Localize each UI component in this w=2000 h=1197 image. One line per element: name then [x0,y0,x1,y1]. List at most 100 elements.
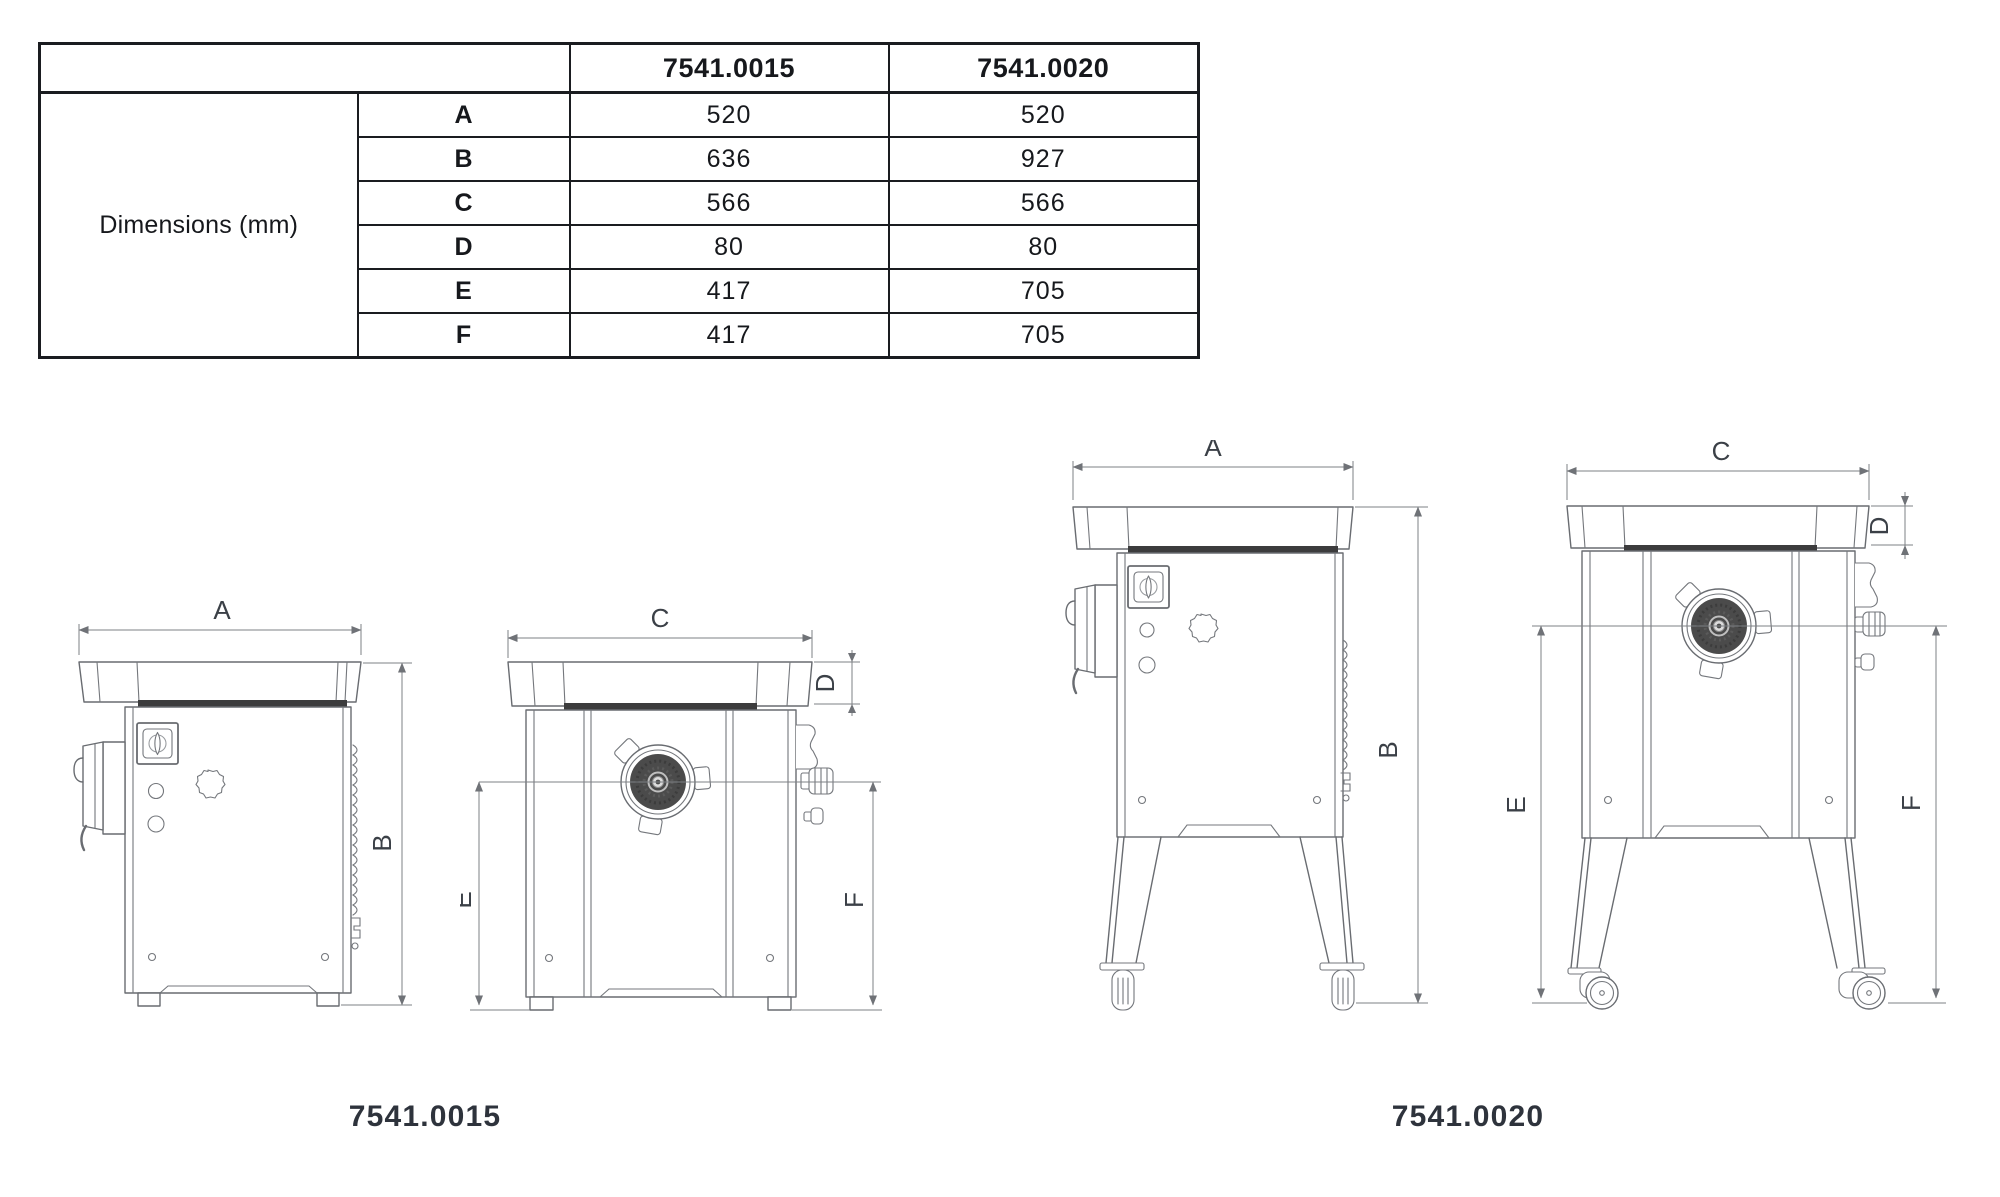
caption-model-7541-0015: 7541.0015 [348,1100,502,1133]
screw-icon [1314,797,1321,804]
machine-outline [1066,507,1364,1010]
dimension-d: D [810,650,860,716]
screw-icon [322,954,329,961]
value-cell: 80 [568,224,890,270]
dim-label-b: B [367,834,397,851]
dimension-d: D [1864,492,1913,559]
power-switch-icon [1128,566,1169,608]
dim-label-e: E [460,891,477,908]
front-view-7541-0020: C D [1505,440,1965,1020]
dim-label-e: E [1505,796,1531,813]
dim-label-c: C [1712,440,1731,466]
dim-label-b: B [1373,741,1403,758]
dimension-a: A [78,595,362,655]
dimension-c: C [507,603,813,658]
dim-letter: C [356,180,571,226]
body-panel [1117,553,1343,837]
screw-icon [1139,797,1146,804]
screw-icon [352,943,358,949]
front-view-7541-0015: C D [460,603,900,1030]
table-header-row: 7541.0015 7541.0020 [38,42,1200,94]
dim-letter: A [356,91,571,138]
machine-outline [74,662,361,1006]
table-row: E 417 705 [40,268,1200,314]
grinder-head-side [1066,585,1117,693]
dim-label-a: A [213,595,231,625]
machine-outline [508,662,833,1010]
table-header-model-0020: 7541.0020 [887,42,1200,94]
table-row: C 566 566 [40,180,1200,226]
hand-knob-icon [1189,614,1218,642]
side-hardware [796,725,833,824]
button-icon [1139,657,1155,673]
screw-icon [1826,797,1833,804]
dim-letter: F [356,312,571,359]
dimension-b: B [1355,506,1428,1004]
serrated-edge [1343,640,1347,770]
button-icon [149,784,164,799]
table-row: B 636 927 [40,136,1200,182]
table-header-blank [38,42,571,94]
value-cell: 417 [568,268,890,314]
dim-label-f: F [839,892,869,908]
dimension-e: E [1505,625,1587,1003]
dimensions-table: 7541.0015 7541.0020 Dimensions (mm) A 52… [38,42,1200,359]
dimension-f: F [792,781,882,1010]
button-icon [1140,623,1154,637]
feed-tray [508,662,812,706]
foot-left [530,997,553,1010]
table-row: Dimensions (mm) A 520 520 [38,91,1200,359]
dim-label-f: F [1896,795,1926,811]
hand-knob-icon [196,770,225,798]
dimension-c: C [1566,440,1870,500]
value-cell: 80 [887,224,1200,270]
tray-base-bar [564,703,757,710]
table-row: F 417 705 [40,312,1200,359]
dimension-a: A [1072,440,1354,500]
clip-detail [351,918,360,938]
foot-left [138,993,160,1006]
value-cell: 566 [568,180,890,226]
screw-icon [767,955,774,962]
value-cell: 705 [887,312,1200,359]
table-row: D 80 80 [40,224,1200,270]
button-icon [148,816,164,832]
value-cell: 636 [568,136,890,182]
screw-icon [1605,797,1612,804]
caster-wheel-icon [1568,968,1618,1009]
dimension-b: B [341,662,412,1006]
tray-base-bar [138,700,347,707]
dim-letter: E [356,268,571,314]
table-header-model-0015: 7541.0015 [568,42,890,94]
dim-label-d: D [1864,517,1894,536]
legs [1106,837,1353,963]
dimension-e: E [460,781,530,1010]
value-cell: 520 [887,91,1200,138]
feed-tray [79,662,361,702]
feed-tray [1073,507,1353,549]
caster-wheel-icon [1100,963,1144,1010]
tray-base-bar [1128,546,1338,553]
dimensions-group-label: Dimensions (mm) [38,91,359,359]
dim-label-a: A [1204,440,1222,462]
dim-letter: B [356,136,571,182]
value-cell: 520 [568,91,890,138]
screw-icon [149,954,156,961]
foot-right [317,993,339,1006]
clip-detail [1341,773,1350,791]
tray-base-bar [1624,545,1817,551]
screw-icon [546,955,553,962]
dim-label-c: C [651,603,670,633]
machine-outline [1567,506,1885,1009]
value-cell: 566 [887,180,1200,226]
value-cell: 705 [887,268,1200,314]
legs [1571,838,1865,968]
screw-icon [1343,795,1349,801]
dimension-f: F [1888,625,1946,1003]
side-hardware [1855,563,1885,670]
side-view-7541-0015: A B [50,595,420,1020]
grinder-head-side [74,742,125,850]
dim-label-d: D [810,674,840,693]
caster-wheel-icon [1320,963,1364,1010]
